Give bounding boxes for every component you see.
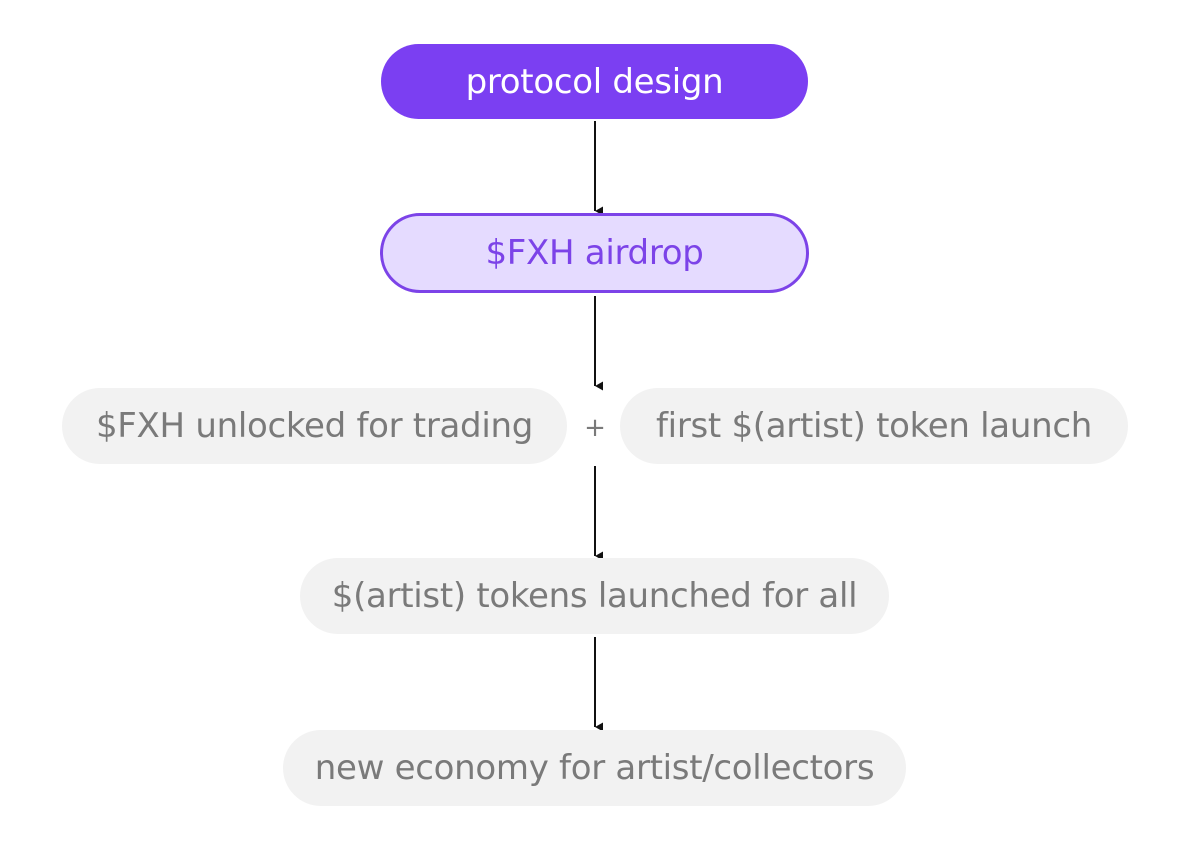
protocol-design-node: protocol design — [381, 44, 808, 119]
fxh-unlocked-node: $FXH unlocked for trading — [62, 388, 567, 464]
artist-tokens-all-node: $(artist) tokens launched for all — [300, 558, 889, 634]
fxh-airdrop-node: $FXH airdrop — [380, 213, 809, 293]
fxh-unlocked-label: $FXH unlocked for trading — [95, 406, 534, 446]
new-economy-label: new economy for artist/collectors — [314, 748, 875, 788]
artist-tokens-all-label: $(artist) tokens launched for all — [331, 576, 858, 616]
new-economy-node: new economy for artist/collectors — [283, 730, 906, 806]
plus-sign: + — [584, 413, 606, 443]
first-artist-token-node: first $(artist) token launch — [620, 388, 1128, 464]
protocol-design-label: protocol design — [465, 61, 724, 102]
fxh-airdrop-label: $FXH airdrop — [485, 233, 704, 273]
first-artist-token-label: first $(artist) token launch — [656, 406, 1092, 446]
